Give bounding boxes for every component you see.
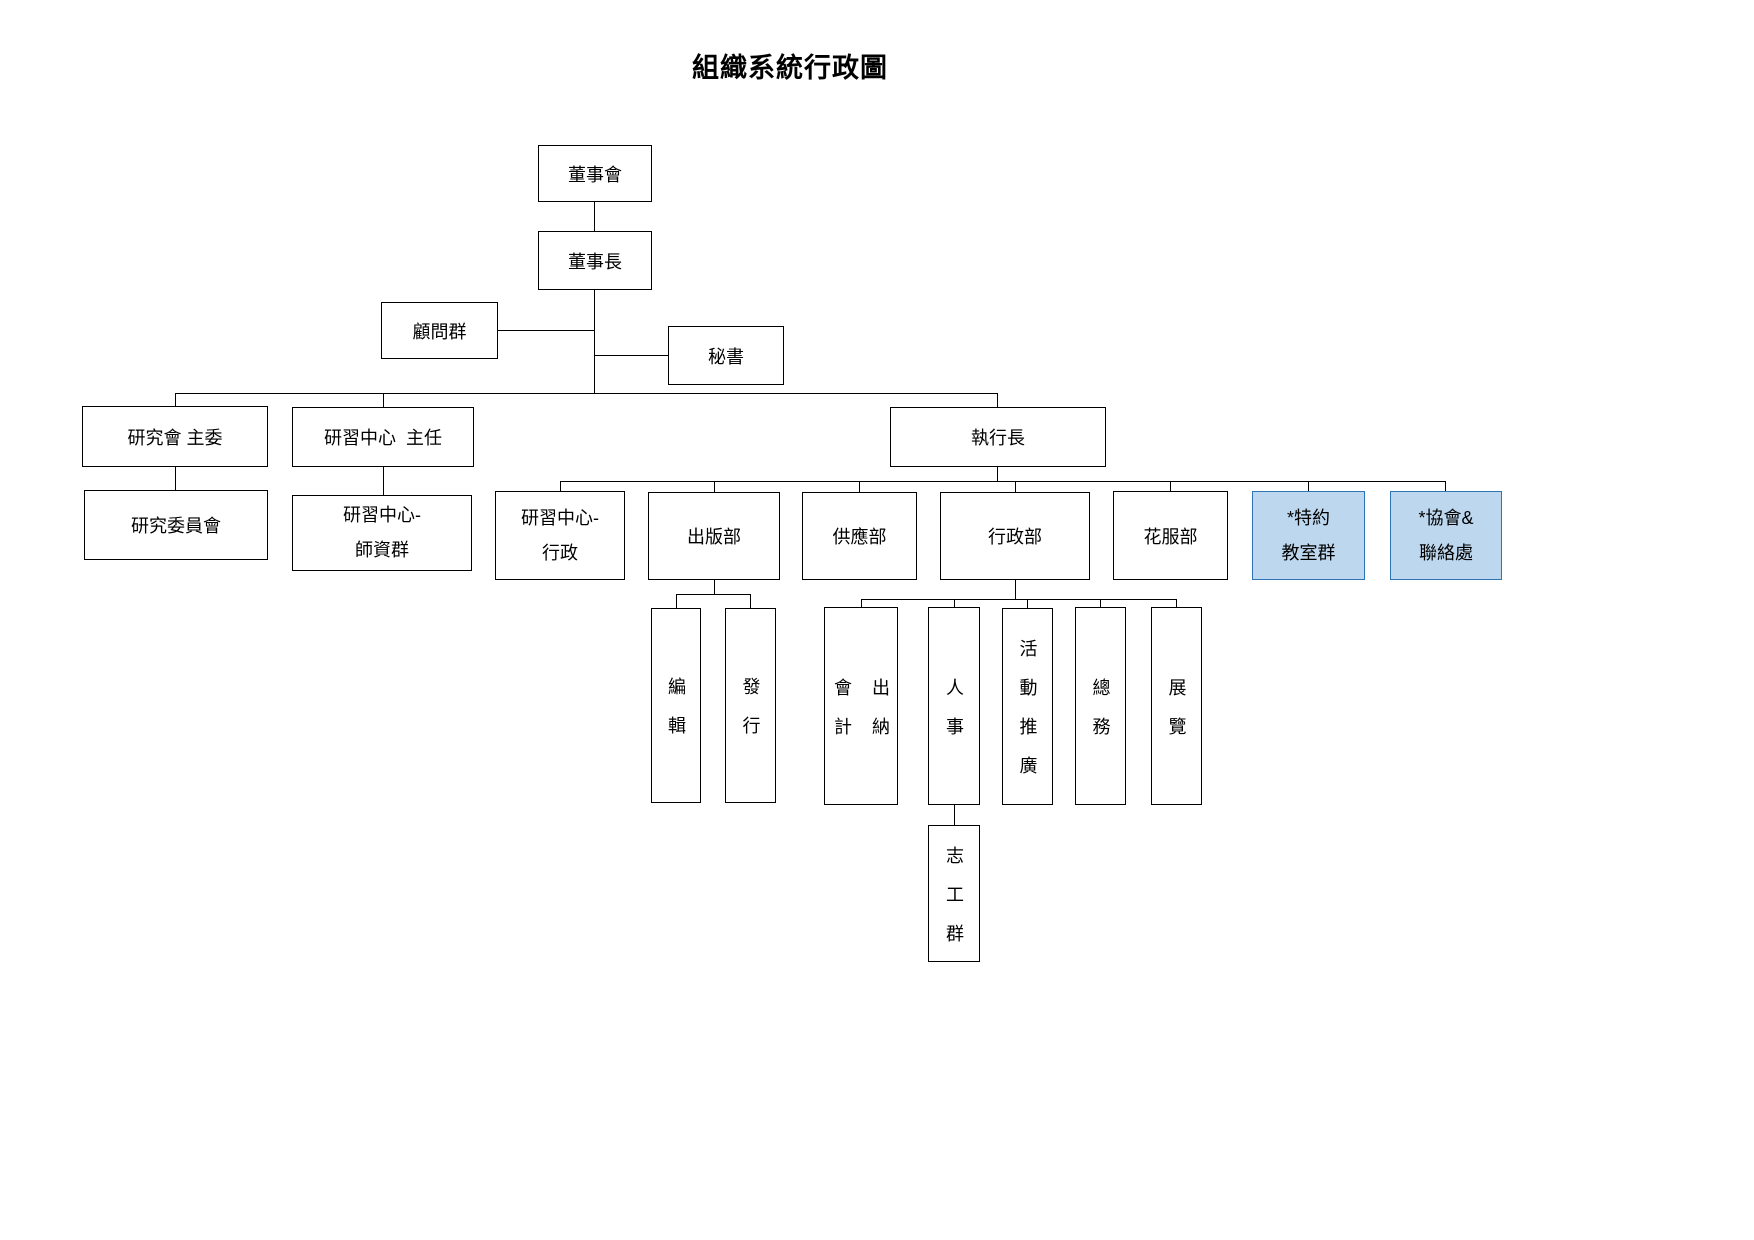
org-node-training-center-admin: 研習中心- 行政 xyxy=(495,491,625,580)
connector-line xyxy=(560,481,562,491)
org-node-research-committee: 研究委員會 xyxy=(84,490,268,560)
connector-line xyxy=(383,467,385,495)
connector-line xyxy=(750,594,752,608)
org-node-training-center-director: 研習中心 主任 xyxy=(292,407,474,467)
org-node-association-liaison: *協會& 聯絡處 xyxy=(1390,491,1502,580)
node-label: 發行 xyxy=(740,677,761,755)
connector-line xyxy=(594,202,596,231)
node-label: 聯絡處 xyxy=(1419,542,1473,563)
node-label: 行政部 xyxy=(988,527,1042,547)
connector-line xyxy=(954,805,956,825)
node-label: 行政 xyxy=(542,542,578,563)
node-label: 活動推廣 xyxy=(1017,639,1038,795)
org-node-admin-dept: 行政部 xyxy=(940,492,1090,580)
connector-line xyxy=(175,393,998,395)
node-label: 展覽 xyxy=(1166,677,1187,756)
connector-line xyxy=(859,481,861,492)
node-label: 人事 xyxy=(944,677,964,756)
connector-line xyxy=(594,290,596,393)
connector-line xyxy=(175,467,177,490)
node-label: 志工群 xyxy=(944,845,964,963)
connector-line xyxy=(1176,599,1178,607)
node-label: 供應部 xyxy=(832,527,887,547)
org-node-exhibition: 展覽 xyxy=(1151,607,1202,805)
node-label: 編輯 xyxy=(666,677,686,755)
node-label: 研究會 主委 xyxy=(127,427,223,448)
node-label: *協會& xyxy=(1418,507,1474,528)
node-label: 出版部 xyxy=(687,527,741,547)
node-label: 研習中心 主任 xyxy=(323,428,442,448)
connector-line xyxy=(1100,599,1102,607)
connector-line xyxy=(676,594,678,608)
connector-line xyxy=(1445,481,1447,491)
org-node-special-classrooms: *特約 教室群 xyxy=(1252,491,1365,580)
org-node-board-of-directors: 董事會 xyxy=(538,145,652,202)
connector-line xyxy=(1027,599,1029,608)
org-node-ceo: 執行長 xyxy=(890,407,1106,467)
node-label: *特約 xyxy=(1286,507,1330,528)
org-node-supply-dept: 供應部 xyxy=(802,492,917,580)
node-label: 會計 xyxy=(832,677,852,756)
node-label: 研究委員會 xyxy=(131,516,221,536)
org-node-flower-service-dept: 花服部 xyxy=(1113,491,1228,580)
org-node-general-affairs: 總務 xyxy=(1075,607,1126,805)
connector-line xyxy=(714,580,716,594)
connector-line xyxy=(1015,580,1017,599)
org-node-distribution: 發行 xyxy=(725,608,776,803)
node-label: 研習中心- xyxy=(521,507,599,528)
node-label: 研習中心- xyxy=(343,505,421,525)
org-node-secretary: 秘書 xyxy=(668,326,784,385)
connector-line xyxy=(1170,481,1172,491)
connector-line xyxy=(175,393,177,406)
org-node-chairman: 董事長 xyxy=(538,231,652,290)
org-node-training-center-teachers: 研習中心- 師資群 xyxy=(292,495,472,571)
node-label: 董事會 xyxy=(568,164,622,185)
connector-line xyxy=(997,393,999,407)
node-label: 總務 xyxy=(1090,677,1111,756)
node-label: 花服部 xyxy=(1143,526,1198,547)
connector-line xyxy=(861,599,1176,601)
connector-line xyxy=(676,594,750,596)
org-node-advisory-group: 顧問群 xyxy=(381,302,498,359)
node-label: 顧問群 xyxy=(412,321,467,342)
connector-line xyxy=(498,330,595,332)
org-node-research-council-chair: 研究會 主委 xyxy=(82,406,268,467)
connector-line xyxy=(383,393,385,407)
org-node-accounting-cashier: 會計 出納 xyxy=(824,607,898,805)
connector-line xyxy=(560,481,1446,483)
chart-title: 組織系統行政圖 xyxy=(692,53,888,83)
connector-line xyxy=(714,481,716,492)
node-label: 師資群 xyxy=(355,540,409,560)
node-label: 董事長 xyxy=(568,251,622,272)
connector-line xyxy=(1308,481,1310,491)
node-label: 執行長 xyxy=(971,428,1025,448)
node-label: 秘書 xyxy=(708,346,744,367)
org-node-publishing-dept: 出版部 xyxy=(648,492,780,580)
org-node-personnel: 人事 xyxy=(928,607,980,805)
connector-line xyxy=(594,355,668,357)
connector-line xyxy=(861,599,863,607)
org-node-activity-promotion: 活動推廣 xyxy=(1002,608,1053,805)
org-node-volunteer-group: 志工群 xyxy=(928,825,980,963)
connector-line xyxy=(1015,481,1017,492)
connector-line xyxy=(954,599,956,607)
connector-line xyxy=(997,467,999,481)
node-label: 出納 xyxy=(870,677,890,756)
node-label: 教室群 xyxy=(1281,542,1336,563)
org-node-editing: 編輯 xyxy=(651,608,701,803)
